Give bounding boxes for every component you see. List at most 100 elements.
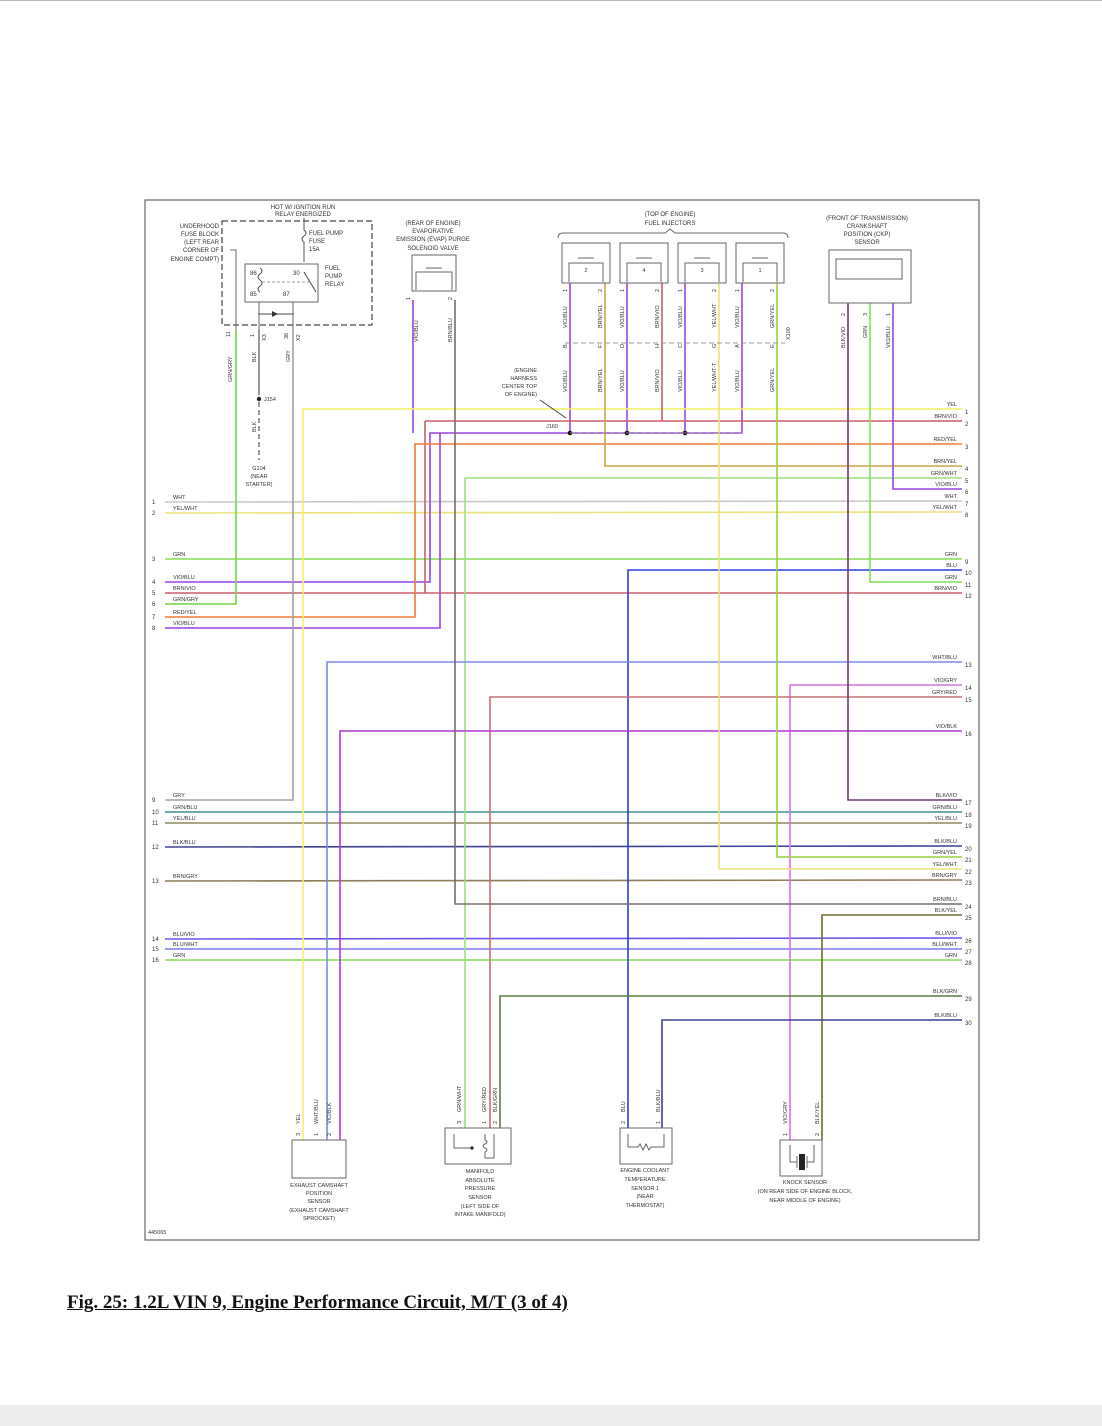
left-pin-number: 16 bbox=[152, 958, 159, 964]
left-pin-number: 8 bbox=[152, 626, 156, 632]
right-pin-label: VIO/BLU bbox=[935, 482, 957, 488]
right-pin-label: WHT/BLU bbox=[932, 655, 957, 661]
cam-label: SPROCKET) bbox=[303, 1216, 335, 1222]
right-pin-number: 28 bbox=[965, 961, 972, 967]
pin-num: 2 bbox=[770, 289, 776, 292]
wire bbox=[464, 477, 962, 1128]
connector-pin: E bbox=[770, 344, 776, 348]
ect-label: SENSOR 1 bbox=[631, 1186, 659, 1192]
wire bbox=[604, 283, 962, 467]
ckp-box bbox=[828, 249, 912, 304]
wire bbox=[164, 511, 963, 514]
wire-label: BRN/BLU bbox=[448, 318, 454, 342]
relay-label: RELAY bbox=[325, 282, 344, 288]
ground-label: G104 bbox=[252, 466, 265, 472]
right-pin-label: BLK/YEL bbox=[935, 908, 957, 914]
wire-label: VIO/BLU bbox=[735, 306, 741, 328]
right-pin-label: BLU/WHT bbox=[932, 942, 957, 948]
ckp-label: CRANKSHAFT bbox=[847, 224, 888, 230]
pin-num: 2 bbox=[598, 289, 604, 292]
injector-coil-icon bbox=[684, 257, 720, 282]
ect-label: ENGINE COOLANT bbox=[620, 1168, 670, 1174]
relay-label: FUEL bbox=[325, 266, 341, 272]
wire bbox=[326, 661, 962, 1140]
injector-box bbox=[735, 242, 785, 284]
left-pin-number: 2 bbox=[152, 511, 156, 517]
pin-num: 2 bbox=[712, 289, 718, 292]
right-pin-number: 18 bbox=[965, 813, 972, 819]
pin-num: 2 bbox=[327, 1133, 333, 1136]
wire-label: YEL/WHT bbox=[712, 303, 718, 328]
map-label: PRESSURE bbox=[465, 1186, 496, 1192]
left-pin-number: 1 bbox=[152, 500, 156, 506]
map-label: (LEFT SIDE OF bbox=[461, 1204, 500, 1210]
left-pin-label: GRN/GRY bbox=[173, 597, 199, 603]
ground-label: (NEAR bbox=[250, 474, 267, 480]
connector-pins: 1WHT2YEL/WHT3GRN4VIO/BLU5BRN/VIO6GRN/GRY… bbox=[152, 402, 972, 1027]
right-pin-number: 12 bbox=[965, 594, 972, 600]
wire-label: GRY bbox=[286, 350, 292, 362]
map-label: SENSOR bbox=[468, 1195, 491, 1201]
fuse-block-label: (LEFT REAR bbox=[184, 240, 220, 246]
right-pin-number: 13 bbox=[965, 663, 972, 669]
right-pin-number: 23 bbox=[965, 881, 972, 887]
wire-label: VIO/BLU bbox=[414, 320, 420, 342]
splice-j154 bbox=[256, 396, 262, 402]
wire bbox=[164, 937, 963, 940]
evap-label: EVAPORATIVE bbox=[412, 229, 453, 235]
connector-pin: F bbox=[598, 344, 604, 348]
cam-label: EXHAUST CAMSHAFT bbox=[290, 1183, 348, 1189]
wire bbox=[489, 696, 962, 1128]
wire bbox=[165, 283, 743, 583]
pin-num: 2 bbox=[448, 297, 454, 300]
injectors-label: FUEL INJECTORS bbox=[645, 221, 696, 227]
right-pin-label: GRN/YEL bbox=[933, 850, 957, 856]
wire bbox=[164, 845, 963, 848]
wire bbox=[165, 443, 962, 618]
ckp-element bbox=[835, 258, 903, 280]
pin-num: 1 bbox=[563, 289, 569, 292]
underhood-fuse-block: HOT W/ IGNITION RUN RELAY ENERGIZED UNDE… bbox=[171, 205, 373, 488]
right-pin-label: GRN/WHT bbox=[931, 471, 958, 477]
evap-label: SOLENOID VALVE bbox=[407, 246, 458, 252]
fuse-block-label: FUSE BLOCK bbox=[181, 232, 219, 238]
map-sensor: 3 1 2 GRN/WHT GRY/RED BLK/GRN MANIFOLD A… bbox=[444, 1085, 512, 1218]
right-pin-number: 15 bbox=[965, 698, 972, 704]
wire bbox=[164, 879, 963, 882]
wire-label: BRN/YEL bbox=[598, 304, 604, 328]
potentiometer-icon bbox=[453, 1134, 495, 1159]
right-pin-number: 20 bbox=[965, 847, 972, 853]
right-pin-label: BLK/GRN bbox=[933, 989, 957, 995]
evap-label: (REAR OF ENGINE) bbox=[405, 221, 460, 227]
ect-sensor: 2 1 BLU BLK/BLU ENGINE COOLANT TEMPERATU… bbox=[619, 1089, 673, 1209]
left-pin-label: GRY bbox=[173, 793, 185, 799]
right-pin-label: GRN bbox=[945, 552, 957, 558]
pin-num: X3 bbox=[262, 334, 268, 341]
left-pin-label: GRN/BLU bbox=[173, 805, 197, 811]
knock-box bbox=[779, 1139, 823, 1177]
hot-label: RELAY ENERGIZED bbox=[275, 212, 331, 218]
pin-num: 1 bbox=[735, 289, 741, 292]
right-pin-number: 10 bbox=[965, 571, 972, 577]
map-node bbox=[470, 1146, 474, 1150]
right-pin-number: 3 bbox=[965, 445, 969, 451]
right-pin-label: VIO/GRY bbox=[934, 678, 957, 684]
right-pin-label: BRN/GRY bbox=[932, 873, 957, 879]
injector-number: 4 bbox=[642, 268, 645, 274]
pin-num: 2 bbox=[841, 313, 847, 316]
left-pin-label: GRN bbox=[173, 552, 185, 558]
cam-label: (EXHAUST CAMSHAFT bbox=[289, 1208, 349, 1214]
fuel-pump-relay bbox=[244, 263, 319, 303]
pin-num: 1 bbox=[783, 1133, 789, 1136]
left-pin-number: 10 bbox=[152, 810, 159, 816]
right-pin-number: 19 bbox=[965, 824, 972, 830]
right-pin-number: 5 bbox=[965, 479, 969, 485]
relay-leads bbox=[230, 249, 294, 330]
injector-number: 2 bbox=[584, 268, 587, 274]
wire-label: GRN/YEL bbox=[770, 368, 776, 392]
map-label: MANIFOLD bbox=[466, 1169, 494, 1175]
injector-coil-icon bbox=[626, 257, 662, 282]
diode-icon bbox=[272, 311, 278, 317]
